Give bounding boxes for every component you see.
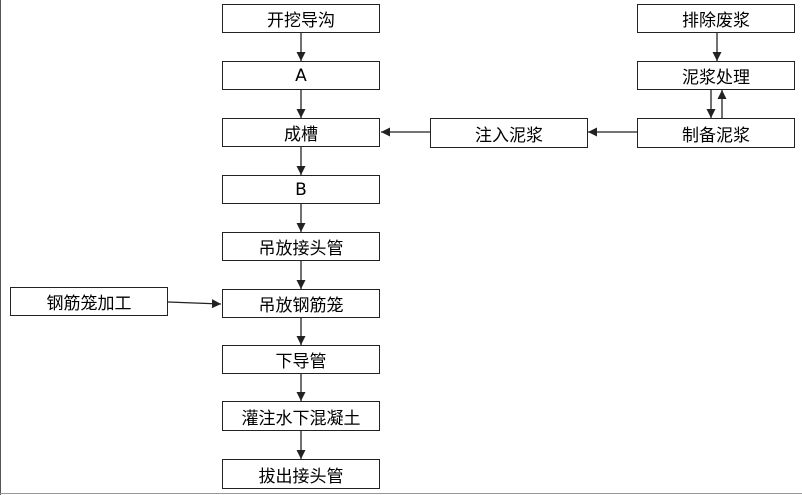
node-label: 吊放钢筋笼 bbox=[258, 296, 344, 316]
node-label: B bbox=[295, 179, 307, 200]
node-label: 成槽 bbox=[284, 125, 318, 145]
arrow-rebar-processing-to-lift-rebar-cage bbox=[167, 299, 222, 309]
node-label: 开挖导沟 bbox=[267, 11, 335, 31]
node-step-a: A bbox=[222, 61, 380, 90]
node-label: 泥浆处理 bbox=[682, 68, 750, 88]
node-lift-rebar-cage: 吊放钢筋笼 bbox=[222, 289, 380, 318]
node-step-b: B bbox=[222, 175, 380, 204]
image-left-border bbox=[0, 0, 1, 495]
node-label: 下导管 bbox=[275, 352, 327, 372]
node-label: A bbox=[295, 65, 307, 86]
node-label: 注入泥浆 bbox=[475, 125, 543, 146]
node-label: 钢筋笼加工 bbox=[46, 294, 132, 314]
node-discharge-slurry: 排除废浆 bbox=[637, 4, 795, 33]
node-label: 吊放接头管 bbox=[258, 239, 344, 259]
node-form-trench: 成槽 bbox=[222, 118, 380, 147]
node-slurry-treatment: 泥浆处理 bbox=[637, 61, 795, 90]
node-pull-joint-pipe: 拔出接头管 bbox=[222, 459, 380, 489]
node-pour-concrete: 灌注水下混凝土 bbox=[222, 401, 380, 431]
node-lower-tremie: 下导管 bbox=[222, 345, 380, 374]
node-excavate-trench: 开挖导沟 bbox=[222, 4, 380, 33]
node-rebar-cage-processing: 钢筋笼加工 bbox=[10, 287, 168, 316]
node-label: 拔出接头管 bbox=[258, 466, 344, 487]
image-bottom-border bbox=[0, 493, 802, 494]
node-label: 灌注水下混凝土 bbox=[241, 408, 361, 429]
node-prepare-slurry: 制备泥浆 bbox=[637, 118, 795, 148]
node-label: 排除废浆 bbox=[682, 11, 750, 31]
node-lift-joint-pipe: 吊放接头管 bbox=[222, 232, 380, 261]
node-inject-slurry: 注入泥浆 bbox=[430, 118, 588, 148]
node-label: 制备泥浆 bbox=[682, 125, 750, 146]
